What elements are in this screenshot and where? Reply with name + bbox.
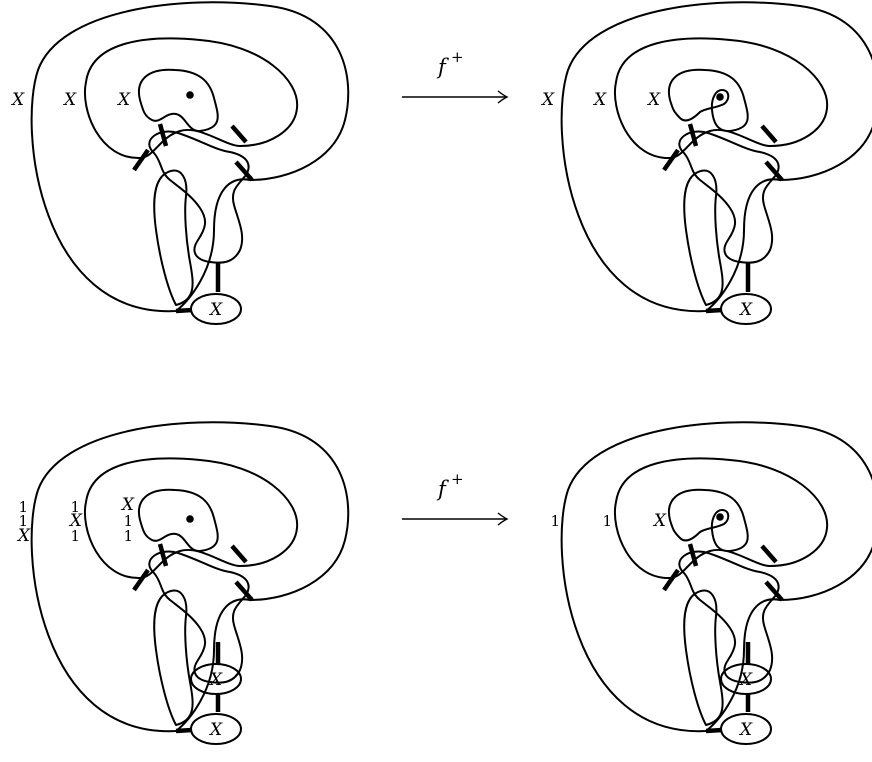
inner-circle — [137, 488, 219, 553]
middle-circle-label: 1 — [70, 527, 80, 545]
outer-circle-label: 1 — [18, 498, 28, 516]
band — [157, 123, 169, 147]
middle-wavy-circle — [148, 550, 250, 684]
band — [760, 124, 778, 144]
middle-wavy-circle — [678, 550, 780, 684]
inner-circle-label: X — [116, 90, 131, 110]
panel-bottom-left: X X 1 1 X 1 X 1 X 1 1 — [16, 421, 350, 745]
middle-circle-label: 1 — [602, 512, 612, 530]
bottom-circle — [720, 713, 772, 745]
basepoint-dot — [716, 93, 724, 101]
outer-circle-label: 1 — [550, 512, 560, 530]
bottom-circle-label: X — [208, 720, 223, 740]
inner-circle — [137, 68, 219, 133]
map-label-sup: + — [451, 470, 464, 488]
inner-circle — [667, 488, 749, 553]
inner-circle-label: X — [646, 90, 661, 110]
lower-left-circle — [683, 589, 724, 726]
inner-circle-label: 1 — [123, 512, 133, 530]
bottom-circle — [720, 293, 772, 325]
middle-circle-label: X — [592, 90, 607, 110]
band — [760, 544, 778, 564]
band — [764, 160, 784, 182]
basepoint-dot — [186, 515, 194, 523]
middle-circle-label: 1 — [70, 498, 80, 516]
outer-circle-label: X — [16, 526, 31, 546]
middle-wavy-circle — [678, 130, 780, 264]
band — [234, 160, 254, 182]
middle-wavy-circle — [148, 130, 250, 264]
map-arrow-top: f + — [402, 48, 509, 104]
band — [687, 543, 699, 567]
band — [230, 124, 248, 144]
band — [764, 580, 784, 602]
lower-left-circle — [153, 589, 194, 726]
bottom-circle-label: X — [208, 300, 223, 320]
band — [234, 580, 254, 602]
bottom-circle — [190, 293, 242, 325]
outer-circle-label: X — [10, 90, 25, 110]
outer-circle-label: 1 — [18, 512, 28, 530]
outer-circle-label: X — [540, 90, 555, 110]
band — [175, 727, 193, 734]
panel-top-left: X X X X — [10, 1, 350, 325]
lower-left-circle — [683, 169, 724, 306]
bottom-circle-label: X — [738, 720, 753, 740]
middle-circle-label: X — [68, 511, 83, 531]
band — [705, 727, 723, 734]
inner-circle-label: X — [652, 511, 667, 531]
bottom-circle — [190, 663, 242, 695]
panel-bottom-right: X X 1 1 X — [550, 421, 872, 745]
bottom-circle — [720, 663, 772, 695]
panel-top-right: X X X X — [540, 1, 872, 325]
basepoint-dot — [716, 513, 724, 521]
map-label: f — [436, 55, 449, 79]
bottom-circle — [190, 713, 242, 745]
bottom-circle-label: X — [738, 670, 753, 690]
band — [687, 123, 699, 147]
band — [175, 307, 193, 314]
band — [662, 568, 680, 592]
band — [705, 307, 723, 314]
map-arrow-bottom: f + — [402, 470, 509, 526]
basepoint-dot — [186, 91, 194, 99]
inner-circle-label: 1 — [123, 527, 133, 545]
outer-circle — [560, 421, 872, 733]
map-label-sup: + — [451, 48, 464, 66]
outer-circle — [560, 1, 872, 313]
bottom-circle-label: X — [738, 300, 753, 320]
band — [157, 543, 169, 567]
inner-circle-label: X — [120, 495, 135, 515]
band — [662, 148, 680, 172]
bottom-circle-label: X — [208, 670, 223, 690]
middle-circle-label: X — [62, 90, 77, 110]
band — [230, 544, 248, 564]
inner-circle — [667, 68, 749, 133]
band — [132, 568, 150, 592]
band — [132, 148, 150, 172]
map-label: f — [436, 477, 449, 501]
lower-left-circle — [153, 169, 194, 306]
